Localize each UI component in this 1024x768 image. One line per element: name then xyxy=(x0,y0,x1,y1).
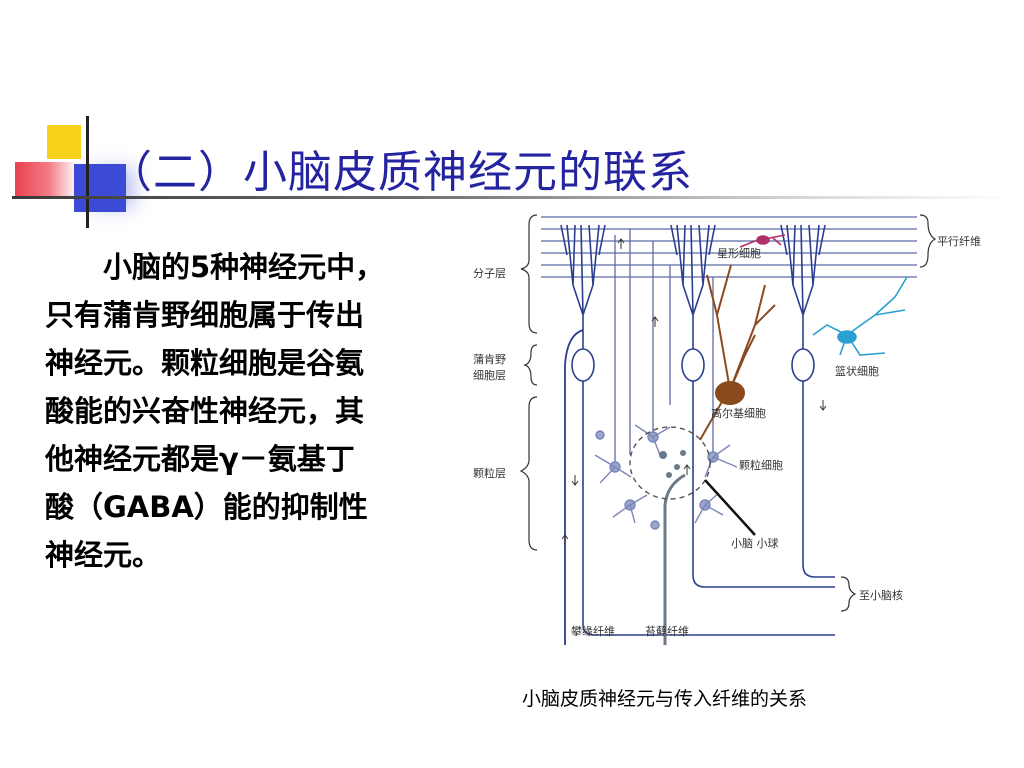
title-deco-vertical-line xyxy=(86,116,89,228)
purkinje-cell-3 xyxy=(780,224,835,578)
parallel-fibers xyxy=(541,216,917,278)
body-line: 神经元。 xyxy=(45,538,162,572)
label-glomerulus: 小脑 小球 xyxy=(731,536,779,550)
climbing-fiber xyxy=(564,329,584,645)
label-purkinje-layer: 蒲肯野 xyxy=(473,352,506,366)
title-deco-blue-square xyxy=(74,164,126,212)
label-purkinje-layer-2: 细胞层 xyxy=(473,369,506,382)
granule-axons xyxy=(614,229,714,465)
glomerulus-terminals xyxy=(659,450,686,478)
golgi-cell xyxy=(699,264,776,441)
body-line: 只有蒲肯野细胞属于传出 xyxy=(45,298,365,332)
label-to-nuclei: 至小脑核 xyxy=(859,588,903,602)
stellate-cell xyxy=(739,234,786,248)
label-basket-cell: 篮状细胞 xyxy=(835,364,879,378)
slide-title: （二）小脑皮质神经元的联系 xyxy=(108,147,693,198)
purkinje-cells xyxy=(560,224,835,636)
glomerulus xyxy=(629,426,711,500)
label-parallel-fiber: 平行纤维 xyxy=(937,235,981,248)
label-mossy-fiber: 苔藓纤维 xyxy=(645,624,689,638)
title-deco-red-bar xyxy=(15,162,77,198)
purkinje-cell-2 xyxy=(670,224,835,588)
cerebellar-cortex-diagram: 分子层 蒲肯野 细胞层 颗粒层 平行纤维 星形细胞 篮状细胞 高尔基细胞 颗粒细… xyxy=(473,214,981,645)
figure-caption: 小脑皮质神经元与传入纤维的关系 xyxy=(522,688,808,710)
mossy-fiber xyxy=(663,473,686,645)
body-line: 小脑的5种神经元中， xyxy=(103,250,385,284)
purkinje-cell-1 xyxy=(560,224,835,636)
label-golgi-cell: 高尔基细胞 xyxy=(711,406,766,420)
direction-arrows xyxy=(561,238,827,545)
layer-brackets xyxy=(519,214,937,612)
label-molecular-layer: 分子层 xyxy=(473,267,506,280)
label-stellate-cell: 星形细胞 xyxy=(717,247,761,260)
body-line: 他神经元都是γ－氨基丁 xyxy=(45,442,355,476)
body-line: 酸能的兴奋性神经元，其 xyxy=(45,394,365,428)
body-line: 酸（GABA）能的抑制性 xyxy=(45,490,368,524)
label-granule-cell: 颗粒细胞 xyxy=(739,458,783,472)
title-underline xyxy=(12,196,1012,199)
title-deco-yellow-square xyxy=(47,125,81,159)
body-text: 小脑的5种神经元中， 只有蒲肯野细胞属于传出 神经元。颗粒细胞是谷氨 酸能的兴奋… xyxy=(45,243,430,579)
basket-cell xyxy=(812,276,908,356)
label-climbing-fiber: 攀缘纤维 xyxy=(571,625,615,638)
body-line: 神经元。颗粒细胞是谷氨 xyxy=(45,346,365,380)
glomerulus-pointer xyxy=(704,479,756,536)
label-granular-layer: 颗粒层 xyxy=(473,466,506,480)
